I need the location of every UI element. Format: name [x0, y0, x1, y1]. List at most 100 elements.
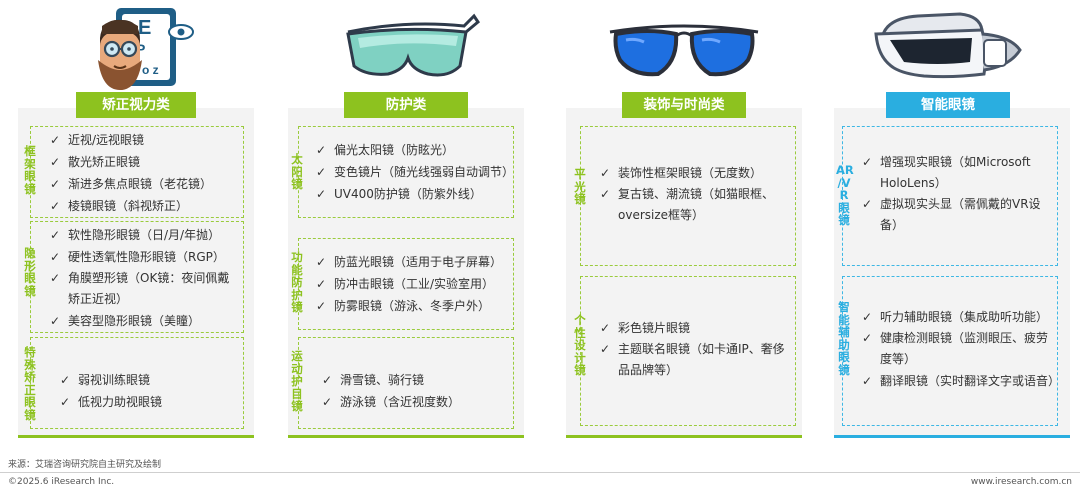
check-icon: ✓ — [862, 331, 873, 345]
column-vision-correction: E P o z 矫正视力类 框架眼镜 ✓近视/远视眼镜 ✓散光矫正眼镜 ✓渐进多… — [18, 0, 254, 440]
check-icon: ✓ — [862, 374, 873, 388]
column-panel — [566, 108, 802, 438]
list-item: ✓近视/远视眼镜 — [48, 129, 212, 151]
list-item: ✓变色镜片（随光线强弱自动调节） — [314, 161, 514, 183]
vr-headset-icon — [874, 12, 1022, 79]
group-items: ✓听力辅助眼镜（集成助听功能） ✓健康检测眼镜（监测眼压、疲劳度等） ✓翻译眼镜… — [860, 306, 1060, 392]
check-icon: ✓ — [600, 321, 611, 335]
eye-chart-man-icon: E P o z — [98, 8, 194, 90]
list-item: ✓游泳镜（含近视度数） — [320, 391, 460, 413]
check-icon: ✓ — [316, 187, 327, 201]
list-item: ✓偏光太阳镜（防眩光） — [314, 139, 514, 161]
group-box — [580, 276, 796, 426]
group-items: ✓偏光太阳镜（防眩光） ✓变色镜片（随光线强弱自动调节） ✓UV400防护镜（防… — [314, 139, 514, 205]
column-underline — [566, 435, 802, 438]
list-item: ✓增强现实眼镜（如Microsoft HoloLens） — [860, 152, 1056, 194]
column-underline — [834, 435, 1070, 438]
group-items: ✓软性隐形眼镜（日/月/年抛） ✓硬性透氧性隐形眼镜（RGP） ✓角膜塑形镜（O… — [48, 224, 238, 332]
group-label: 框架眼镜 — [24, 144, 36, 196]
check-icon: ✓ — [316, 143, 327, 157]
check-icon: ✓ — [60, 395, 71, 409]
check-icon: ✓ — [600, 187, 611, 201]
group-items: ✓弱视训练眼镜 ✓低视力助视眼镜 — [58, 369, 162, 413]
group-items: ✓增强现实眼镜（如Microsoft HoloLens） ✓虚拟现实头显（需佩戴… — [860, 152, 1056, 236]
check-icon: ✓ — [316, 277, 327, 291]
category-title: 装饰与时尚类 — [622, 92, 746, 118]
list-item: ✓装饰性框架眼镜（无度数） — [598, 162, 788, 184]
check-icon: ✓ — [322, 373, 333, 387]
group-label: 特殊矫正眼镜 — [24, 345, 36, 422]
list-item: ✓翻译眼镜（实时翻译文字或语音） — [860, 370, 1060, 392]
list-item: ✓角膜塑形镜（OK镜：夜间佩戴矫正近视） — [48, 268, 238, 310]
list-item: ✓听力辅助眼镜（集成助听功能） — [860, 306, 1056, 328]
list-item: ✓低视力助视眼镜 — [58, 391, 162, 413]
group-label: 智能辅助眼镜 — [838, 300, 850, 377]
list-item: ✓防蓝光眼镜（适用于电子屏幕） — [314, 251, 502, 273]
check-icon: ✓ — [50, 177, 61, 191]
list-item: ✓彩色镜片眼镜 — [598, 317, 792, 339]
column-underline — [18, 435, 254, 438]
list-item: ✓防雾眼镜（游泳、冬季户外） — [314, 295, 502, 317]
check-icon: ✓ — [862, 310, 873, 324]
column-underline — [288, 435, 524, 438]
check-icon: ✓ — [316, 299, 327, 313]
list-item: ✓主题联名眼镜（如卡通IP、奢侈品品牌等） — [598, 339, 792, 381]
group-items: ✓彩色镜片眼镜 ✓主题联名眼镜（如卡通IP、奢侈品品牌等） — [598, 317, 792, 381]
group-items: ✓滑雪镜、骑行镜 ✓游泳镜（含近视度数） — [320, 369, 460, 413]
list-item: ✓美容型隐形眼镜（美瞳） — [48, 310, 238, 332]
group-items: ✓近视/远视眼镜 ✓散光矫正眼镜 ✓渐进多焦点眼镜（老花镜） ✓棱镜眼镜（斜视矫… — [48, 129, 212, 217]
group-label: 隐形眼镜 — [24, 246, 36, 298]
check-icon: ✓ — [60, 373, 71, 387]
group-label: 个性设计镜 — [574, 313, 586, 377]
group-label: 平光镜 — [574, 167, 586, 206]
group-label: 太阳镜 — [291, 152, 303, 191]
category-title: 防护类 — [344, 92, 468, 118]
footer-divider — [0, 472, 1080, 473]
check-icon: ✓ — [600, 166, 611, 180]
column-protection: 防护类 太阳镜 ✓偏光太阳镜（防眩光） ✓变色镜片（随光线强弱自动调节） ✓UV… — [288, 0, 524, 440]
list-item: ✓UV400防护镜（防紫外线） — [314, 183, 514, 205]
website-url: www.iresearch.com.cn — [970, 477, 1072, 487]
list-item: ✓虚拟现实头显（需佩戴的VR设备） — [860, 194, 1056, 236]
check-icon: ✓ — [862, 155, 873, 169]
list-item: ✓复古镜、潮流镜（如猫眼框、oversize框等） — [598, 184, 788, 226]
check-icon: ✓ — [322, 395, 333, 409]
list-item: ✓棱镜眼镜（斜视矫正） — [48, 195, 212, 217]
category-title: 智能眼镜 — [886, 92, 1010, 118]
group-box — [298, 337, 514, 429]
check-icon: ✓ — [600, 342, 611, 356]
group-box — [298, 238, 514, 330]
svg-text:E: E — [138, 17, 151, 39]
check-icon: ✓ — [50, 250, 61, 264]
group-box — [30, 126, 244, 218]
check-icon: ✓ — [50, 228, 61, 242]
group-items: ✓装饰性框架眼镜（无度数） ✓复古镜、潮流镜（如猫眼框、oversize框等） — [598, 162, 788, 226]
check-icon: ✓ — [50, 314, 61, 328]
category-title: 矫正视力类 — [76, 92, 196, 118]
group-label: 运动护目镜 — [291, 349, 303, 413]
column-panel — [288, 108, 524, 438]
check-icon: ✓ — [50, 133, 61, 147]
safety-goggles-icon — [346, 13, 480, 77]
aviator-sunglasses-icon — [609, 24, 759, 77]
check-icon: ✓ — [50, 199, 61, 213]
column-panel — [834, 108, 1070, 438]
list-item: ✓防冲击眼镜（工业/实验室用） — [314, 273, 502, 295]
copyright-text: ©2025.6 iResearch Inc. — [8, 477, 115, 487]
group-box — [580, 126, 796, 266]
check-icon: ✓ — [316, 165, 327, 179]
group-items: ✓防蓝光眼镜（适用于电子屏幕） ✓防冲击眼镜（工业/实验室用） ✓防雾眼镜（游泳… — [314, 251, 502, 317]
group-box — [30, 337, 244, 429]
list-item: ✓弱视训练眼镜 — [58, 369, 162, 391]
check-icon: ✓ — [316, 255, 327, 269]
list-item: ✓软性隐形眼镜（日/月/年抛） — [48, 224, 238, 246]
group-label: 功能防护镜 — [291, 250, 303, 314]
list-item: ✓渐进多焦点眼镜（老花镜） — [48, 173, 212, 195]
svg-text:P: P — [136, 41, 145, 57]
list-item: ✓滑雪镜、骑行镜 — [320, 369, 460, 391]
source-note: 来源：艾瑞咨询研究院自主研究及绘制 — [8, 460, 162, 470]
list-item: ✓硬性透氧性隐形眼镜（RGP） — [48, 246, 238, 268]
group-box — [30, 221, 244, 333]
